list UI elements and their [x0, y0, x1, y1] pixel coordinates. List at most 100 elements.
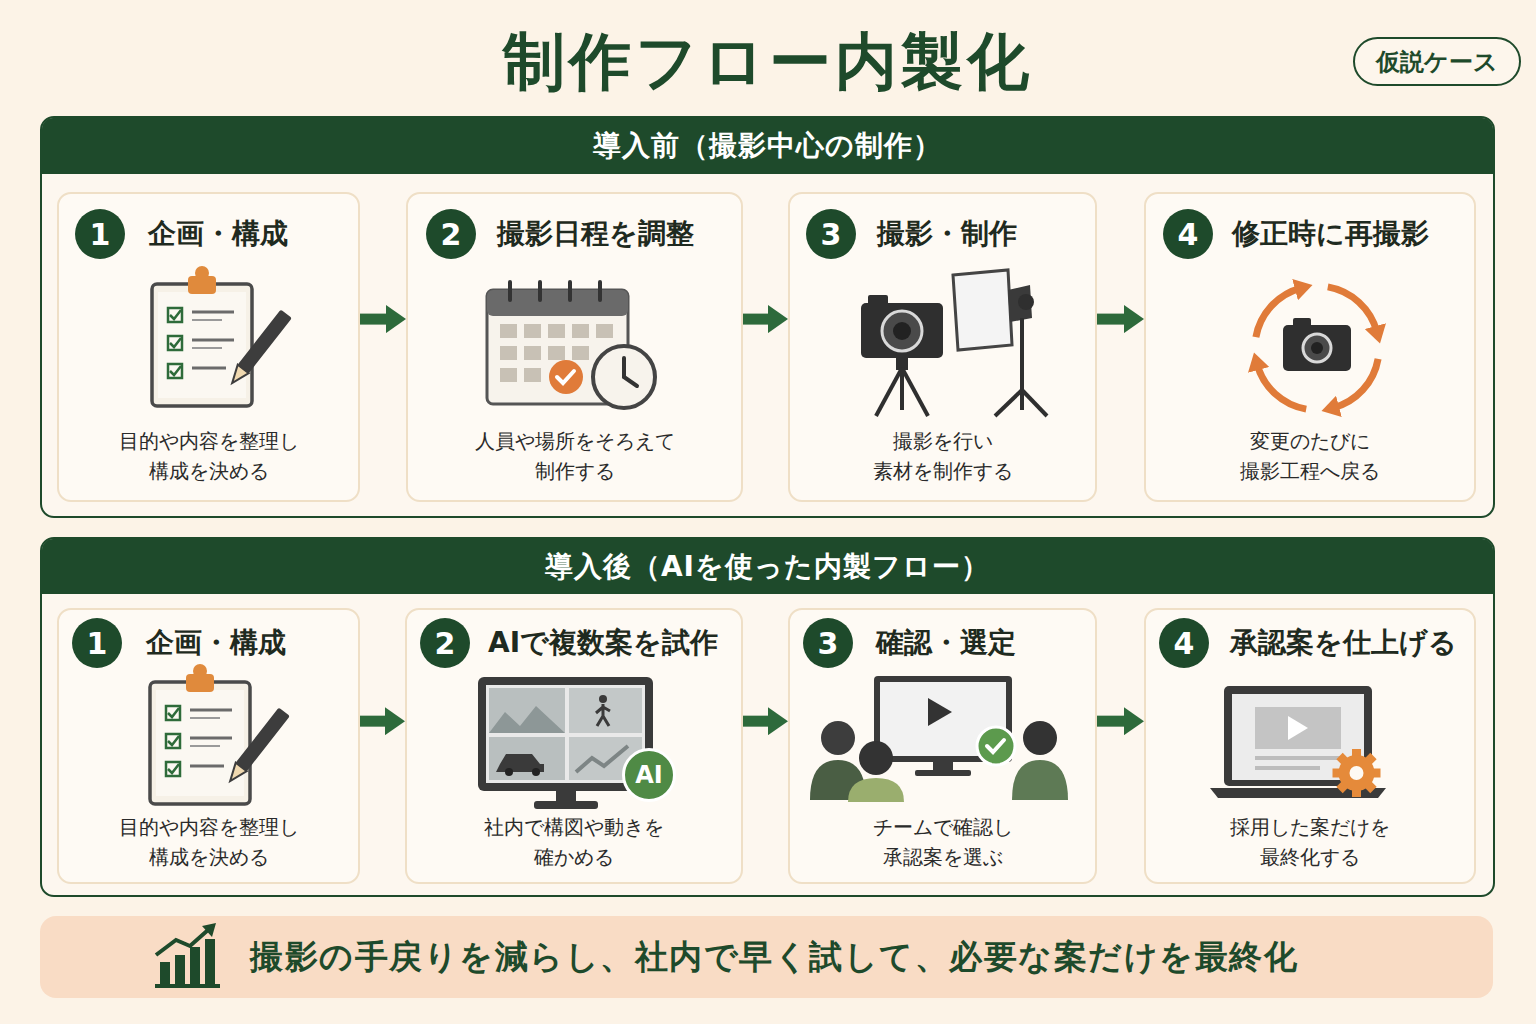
ai-monitor-icon-part [478, 677, 653, 791]
growth-chart-icon-part [175, 955, 185, 984]
ai-badge: AI [622, 748, 676, 802]
ai-monitor-icon-part [569, 737, 642, 780]
team-review-icon-part [874, 676, 1012, 762]
calendar-icon-part [548, 324, 565, 338]
camera-softbox-icon-part [896, 358, 908, 370]
flow-arrow [360, 314, 386, 325]
section-panel: 1企画・構成目的や内容を整理し 構成を決める2AIAIで複数案を試作社内で構図や… [40, 537, 1495, 897]
team-review-icon-part [1012, 760, 1068, 800]
camera-softbox-icon-part [861, 303, 943, 358]
step-card: 1企画・構成目的や内容を整理し 構成を決める [57, 608, 360, 884]
step-number-text: 2 [426, 209, 476, 259]
calendar-icon-part [572, 324, 589, 338]
step-heading: 承認案を仕上げる [1230, 623, 1457, 663]
laptop-gear-icon-part [1352, 749, 1361, 760]
summary-banner: 撮影の手戻りを減らし、社内で早く試して、必要な案だけを最終化 [40, 916, 1493, 998]
growth-chart-icon-part [190, 947, 200, 984]
camera-softbox-icon-part [882, 311, 922, 351]
calendar-icon-part [568, 282, 572, 300]
calendar-icon-part [622, 358, 626, 377]
step-number: 2 [426, 209, 476, 259]
step-number: 3 [803, 618, 853, 668]
camera-softbox-icon-part [868, 295, 888, 307]
section-panel: 1企画・構成目的や内容を整理し 構成を決める2撮影日程を調整人員や場所をそろえて… [40, 116, 1495, 518]
calendar-icon [487, 282, 655, 408]
reshoot-cycle-icon-part [1311, 342, 1323, 354]
step-description: 変更のたびに 撮影工程へ戻る [1230, 426, 1390, 486]
step-heading: 撮影日程を調整 [497, 214, 694, 254]
laptop-gear-icon-part [1336, 779, 1350, 793]
step-card: 3確認・選定チームで確認し 承認案を選ぶ [788, 608, 1097, 884]
reshoot-cycle-icon-part [1333, 359, 1378, 408]
step-description: 社内で構図や動きを 確かめる [474, 812, 674, 872]
step-heading: 企画・構成 [148, 214, 288, 254]
reshoot-cycle-icon-part [1257, 364, 1306, 409]
growth-chart-icon [155, 923, 220, 986]
camera-softbox-icon-part [893, 322, 911, 340]
step-heading: 確認・選定 [876, 623, 1016, 663]
laptop-gear-icon-part [1370, 769, 1381, 778]
clipboard-icon [150, 664, 290, 804]
camera-softbox-icon-part [1022, 390, 1047, 416]
section-heading: 導入前（撮影中心の制作） [42, 118, 1493, 174]
camera-softbox-icon-part [876, 368, 902, 416]
step-number: 4 [1163, 209, 1213, 259]
laptop-gear-icon-part [1363, 753, 1377, 767]
camera-softbox-icon-part [900, 368, 904, 410]
ai-monitor-icon-part [556, 791, 576, 803]
calendar-icon-part [508, 282, 512, 300]
growth-chart-icon-part [160, 962, 170, 984]
step-number: 2 [420, 618, 470, 668]
reshoot-cycle-icon [1256, 287, 1378, 409]
team-review-icon-part [1023, 721, 1057, 755]
team-review-icon-part [821, 721, 855, 755]
team-review-icon-part [880, 682, 1006, 756]
growth-chart-icon-part [156, 930, 208, 955]
ai-monitor-icon [478, 677, 653, 809]
step-heading: 撮影・制作 [877, 214, 1017, 254]
step-description: 採用した案だけを 最終化する [1220, 812, 1400, 872]
camera-softbox-icon-part [1008, 285, 1032, 322]
laptop-gear-icon-part [1232, 694, 1364, 780]
calendar-icon-part [500, 368, 517, 382]
ai-monitor-icon-part [489, 688, 565, 733]
step-number-text: 3 [806, 209, 856, 259]
step-number: 1 [75, 209, 125, 259]
laptop-gear-icon-part [1255, 766, 1320, 770]
clipboard-icon [152, 266, 292, 406]
step-heading: 修正時に再撮影 [1232, 214, 1429, 254]
calendar-icon-part [596, 324, 613, 338]
team-review-icon [810, 676, 1068, 802]
calendar-icon-part [538, 282, 542, 300]
team-review-icon-part [987, 740, 1004, 752]
camera-softbox-icon-part [902, 368, 928, 416]
reshoot-cycle-icon-part [1293, 318, 1311, 328]
case-badge: 仮説ケース [1353, 37, 1521, 86]
summary-text: 撮影の手戻りを減らし、社内で早く試して、必要な案だけを最終化 [250, 916, 1298, 998]
ai-monitor-icon-part [576, 746, 628, 772]
laptop-gear-icon-part [1339, 755, 1375, 791]
team-review-icon-part [933, 762, 953, 772]
page-title: 制作フロー内製化 [0, 22, 1536, 102]
reshoot-cycle-icon-part [1303, 334, 1331, 362]
flow-arrow [743, 314, 768, 325]
laptop-gear-icon-part [1333, 769, 1344, 778]
laptop-gear-icon-part [1224, 686, 1372, 786]
camera-softbox-icon-part [1020, 318, 1024, 410]
team-review-icon-part [977, 727, 1015, 765]
step-heading: 企画・構成 [146, 623, 286, 663]
step-number-text: 2 [420, 618, 470, 668]
step-card: 4 修正時に再撮影変更のたびに 撮影工程へ戻る [1144, 192, 1476, 502]
ai-monitor-icon-part [505, 768, 513, 776]
ai-monitor-icon-part [496, 754, 544, 772]
flow-arrow [1097, 716, 1124, 727]
calendar-icon-part [548, 346, 565, 360]
step-card: 2AIAIで複数案を試作社内で構図や動きを 確かめる [405, 608, 743, 884]
laptop-gear-icon-part [1363, 779, 1377, 793]
step-card: 4承認案を仕上げる採用した案だけを 最終化する [1144, 608, 1476, 884]
laptop-gear-icon-part [1288, 716, 1308, 740]
camera-softbox-icon-part [953, 270, 1012, 350]
